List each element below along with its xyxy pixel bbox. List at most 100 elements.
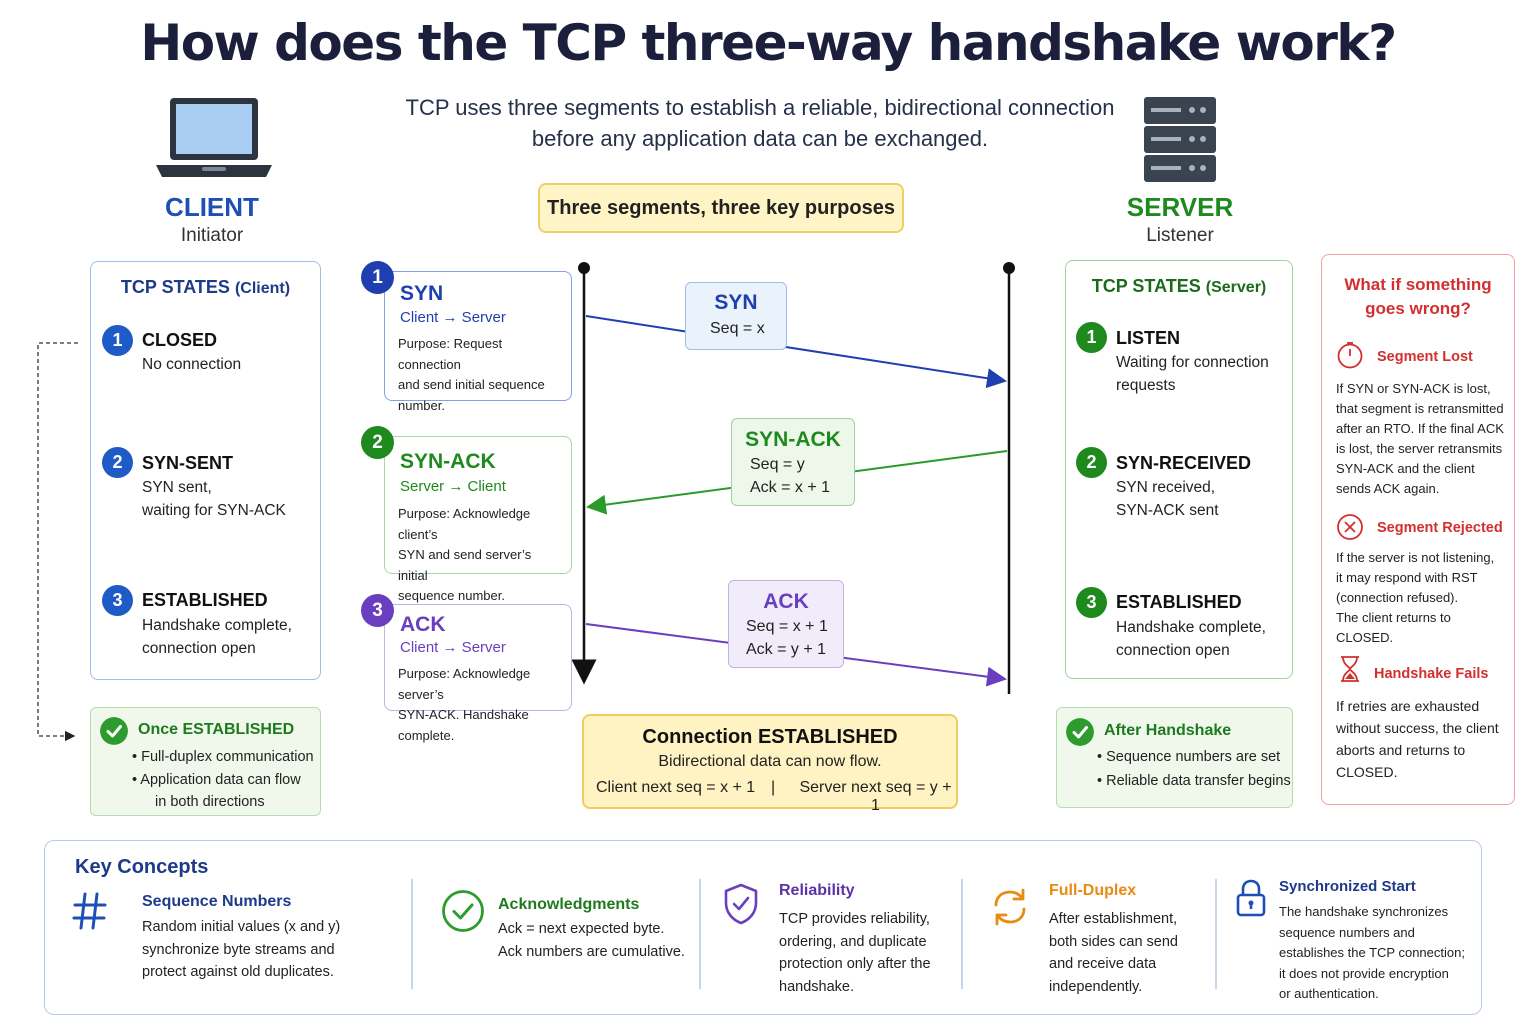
panel-title-suffix: (Client)	[234, 280, 291, 297]
state-number: 3	[1076, 587, 1107, 618]
client-timeline	[571, 262, 597, 685]
note-title: After Handshake	[1104, 722, 1232, 739]
concept-divider	[1215, 879, 1217, 989]
segment-direction: Server → Client	[400, 478, 506, 495]
server-icon	[1144, 97, 1216, 182]
check-circle-icon	[1066, 718, 1094, 746]
client-name: CLIENT	[165, 192, 259, 222]
server-role: Listener	[1146, 225, 1214, 246]
message-name: ACK	[763, 590, 809, 613]
message-name: SYN-ACK	[745, 428, 841, 451]
segment-name: SYN-ACK	[400, 450, 496, 473]
state-number: 1	[1076, 322, 1107, 353]
page-title: How does the TCP three-way handshake wor…	[140, 14, 1397, 72]
concept-divider	[699, 879, 701, 989]
client-next-seq: Client next seq = x + 1	[596, 779, 756, 796]
concept-title: Reliability	[779, 882, 855, 899]
failure-case-title: Segment Rejected	[1377, 520, 1503, 536]
message-field: Seq = y	[750, 456, 805, 473]
server-timeline	[1003, 262, 1015, 694]
note-item: • Sequence numbers are set	[1097, 749, 1281, 765]
client-role: Initiator	[180, 225, 244, 246]
shield-icon	[724, 883, 758, 925]
segment-number: 2	[361, 426, 394, 459]
established-loop-arrow	[37, 342, 78, 742]
lock-icon	[1236, 879, 1266, 917]
segment-card-syn-ack: SYN-ACK Server → Client Purpose: Acknowl…	[384, 436, 572, 603]
message-box-syn: SYN Seq = x	[685, 282, 787, 350]
concept-title: Full-Duplex	[1049, 882, 1137, 899]
server-next-seq: Server next seq = y + 1	[799, 779, 952, 814]
segment-card-ack: ACK Client → Server Purpose: Acknowledge…	[384, 604, 572, 743]
concept-text: Random initial values (x and y)synchroni…	[142, 919, 341, 980]
check-circle-icon	[100, 717, 128, 745]
key-concepts-panel: Key Concepts Sequence Numbers Random ini…	[44, 840, 1482, 1015]
state-desc: No connection	[142, 356, 242, 373]
stopwatch-icon	[1337, 342, 1363, 369]
failure-title-line: What if something	[1344, 275, 1492, 294]
client-states-panel: TCP STATES (Client) 1 CLOSED No connecti…	[90, 261, 321, 680]
failure-case-title: Handshake Fails	[1374, 666, 1489, 682]
hourglass-icon	[1341, 656, 1359, 682]
state-name: LISTEN	[1116, 328, 1181, 348]
state-number: 2	[102, 447, 133, 478]
segment-direction: Client → Server	[400, 639, 506, 656]
subtitle-line: before any application data can be excha…	[531, 126, 989, 151]
message-field: Ack = x + 1	[750, 479, 831, 496]
failure-case-text: If SYN or SYN-ACK is lost,that segment i…	[1336, 381, 1504, 496]
concept-divider	[411, 879, 413, 989]
after-handshake-box: After Handshake • Sequence numbers are s…	[1056, 707, 1293, 808]
message-name: SYN	[714, 291, 758, 314]
page-subtitle: TCP uses three segments to establish a r…	[400, 92, 1120, 154]
note-item: • Application data can flow	[132, 772, 301, 788]
failure-cases-panel: What if something goes wrong? Segment Lo…	[1321, 254, 1515, 805]
segment-direction: Client → Server	[400, 309, 506, 326]
server-states-panel: TCP STATES (Server) 1 LISTEN Waiting for…	[1065, 260, 1293, 679]
note-item: • Full-duplex communication	[132, 749, 314, 765]
state-name: CLOSED	[142, 330, 218, 350]
key-concepts-title: Key Concepts	[75, 856, 209, 878]
segment-number: 3	[361, 594, 394, 627]
segment-number: 1	[361, 261, 394, 294]
server-name: SERVER	[1126, 192, 1234, 222]
segment-name: ACK	[400, 613, 446, 636]
check-circle-icon	[442, 890, 484, 932]
concept-title: Sequence Numbers	[142, 893, 292, 910]
x-circle-icon	[1337, 514, 1363, 540]
panel-title-text: TCP STATES	[1091, 276, 1201, 296]
note-title: Once ESTABLISHED	[138, 721, 295, 738]
purpose-banner: Three segments, three key purposes	[538, 183, 904, 233]
state-desc: SYN received,SYN-ACK sent	[1116, 479, 1219, 519]
segment-name: SYN	[400, 282, 444, 305]
panel-title-text: TCP STATES	[120, 277, 230, 297]
message-field: Seq = x + 1	[746, 618, 828, 635]
panel-title-suffix: (Server)	[1205, 279, 1267, 296]
failure-case-title: Segment Lost	[1377, 349, 1473, 365]
state-number: 1	[102, 325, 133, 356]
failure-title-line: goes wrong?	[1365, 299, 1471, 318]
state-number: 2	[1076, 447, 1107, 478]
state-name: ESTABLISHED	[142, 590, 268, 610]
seq-separator: |	[771, 779, 776, 796]
note-item: • Reliable data transfer begins	[1097, 773, 1291, 789]
subtitle-line: TCP uses three segments to establish a r…	[405, 95, 1115, 120]
message-box-syn-ack: SYN-ACK Seq = y Ack = x + 1	[731, 418, 855, 506]
once-established-box: Once ESTABLISHED • Full-duplex communica…	[90, 707, 321, 816]
concept-text: Ack = next expected byte.Ack numbers are…	[498, 921, 685, 960]
failure-panel-title: What if something goes wrong?	[1322, 273, 1514, 321]
state-desc: Handshake complete,connection open	[142, 617, 292, 657]
message-field: Ack = y + 1	[746, 641, 827, 658]
message-field: Seq = x	[710, 320, 765, 337]
message-box-ack: ACK Seq = x + 1 Ack = y + 1	[728, 580, 844, 668]
laptop-icon	[156, 98, 272, 177]
concept-text: TCP provides reliability,ordering, and d…	[779, 911, 931, 995]
state-desc: Handshake complete,connection open	[1116, 619, 1266, 659]
state-name: SYN-RECEIVED	[1116, 453, 1252, 473]
note-item: in both directions	[155, 794, 265, 810]
concept-divider	[961, 879, 963, 989]
